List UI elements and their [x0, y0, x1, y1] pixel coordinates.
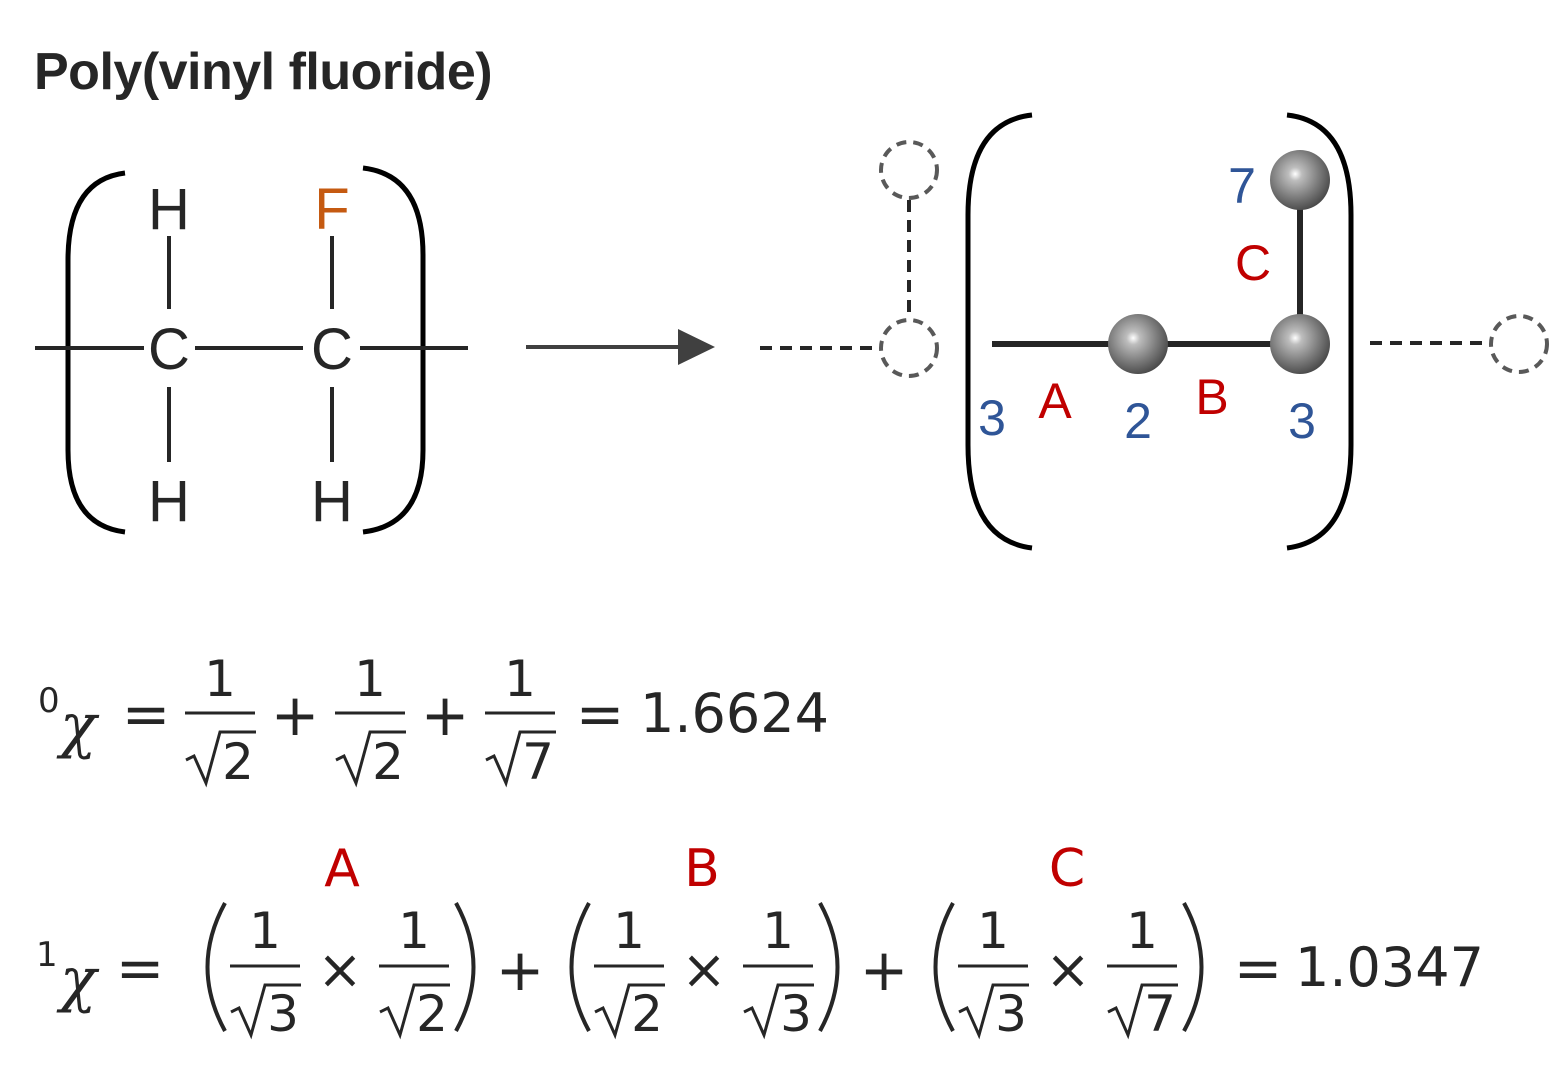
figure-title: Poly(vinyl fluoride) — [34, 43, 493, 101]
chi0-term1-num: 1 — [204, 650, 236, 708]
atom-f-top: F — [314, 177, 349, 242]
chi1-equals-2: = — [1234, 934, 1283, 1002]
structural-formula: H F C C H H — [35, 165, 468, 535]
atom-h-top-left: H — [148, 177, 190, 242]
chi1-equals: = — [116, 934, 165, 1002]
chi1-group-c-lparen — [933, 902, 955, 1032]
left-bracket — [65, 170, 126, 535]
chi1-group-b-lparen — [569, 902, 591, 1032]
chi1-group-c-f2-den: 7 — [1144, 985, 1176, 1043]
graph-left-bracket — [965, 112, 1033, 551]
chi1-plus-2: + — [860, 936, 909, 1004]
chi0-term2-radical — [335, 730, 406, 788]
chi1-group-a-rparen — [454, 902, 476, 1032]
chi0-term3-radical — [485, 730, 556, 788]
degree-label-middle: 2 — [1124, 393, 1152, 449]
chi1-group-c-f2-num: 1 — [1126, 902, 1158, 960]
conversion-arrow — [526, 329, 715, 365]
chi1-group-b-f2-num: 1 — [762, 902, 794, 960]
chi0-term1-radical — [185, 730, 256, 788]
chi0-equals: = — [122, 680, 171, 748]
chi1-group-b-f1-num: 1 — [613, 902, 645, 960]
chi0-prefix: 0 — [38, 681, 60, 721]
graph-right-bracket — [1286, 112, 1354, 551]
chi1-symbol: χ — [56, 945, 100, 1015]
chi0-symbol: χ — [56, 691, 100, 761]
chi1-result: 1.0347 — [1295, 936, 1484, 999]
chi1-group-c-f1-den: 3 — [995, 985, 1027, 1043]
atom-h-bottom-right: H — [311, 469, 353, 534]
degree-label-branch-top: 7 — [1228, 158, 1256, 214]
chi1-group-b-rparen — [818, 902, 840, 1032]
equation-chi1: 1 χ = A 1 3 × 1 2 + B 1 2 × 1 3 + C 1 — [36, 839, 1484, 1043]
degree-label-left-end: 3 — [978, 390, 1006, 446]
atom-c-left: C — [148, 317, 190, 382]
chi1-group-a-f2-num: 1 — [398, 902, 430, 960]
degree-label-branch-base: 3 — [1288, 393, 1316, 449]
chi1-group-b-f2-den: 3 — [780, 985, 812, 1043]
bond-label-b: B — [1195, 369, 1228, 425]
chi0-plus-1: + — [271, 681, 320, 749]
atom-c-right: C — [311, 317, 353, 382]
bond-label-a: A — [1038, 373, 1072, 429]
chi0-term1-den: 2 — [222, 733, 254, 791]
chi1-group-a-times: × — [317, 938, 362, 1001]
chi1-group-b-times: × — [681, 938, 726, 1001]
chi1-group-a-label: A — [324, 839, 360, 899]
chi1-group-a-f1-den: 3 — [267, 985, 299, 1043]
equation-chi0: 0 χ = 1 2 + 1 2 + 1 7 = 1.6624 — [38, 650, 829, 791]
chi1-group-c-times: × — [1045, 938, 1090, 1001]
chi1-group-c-f1-num: 1 — [977, 902, 1009, 960]
placeholder-node-right — [1489, 314, 1549, 374]
placeholder-node-left — [879, 318, 939, 378]
chi0-plus-2: + — [421, 681, 470, 749]
chi1-group-b-label: B — [684, 839, 720, 899]
chi1-group-a-f1-num: 1 — [249, 902, 281, 960]
chi0-equals-2: = — [576, 680, 625, 748]
chi1-group-a-f2-den: 2 — [416, 985, 448, 1043]
chi1-group-c-rparen — [1182, 902, 1204, 1032]
chi0-term3-num: 1 — [504, 650, 536, 708]
chi1-plus-1: + — [496, 936, 545, 1004]
chi0-term2-num: 1 — [354, 650, 386, 708]
chi1-prefix: 1 — [36, 935, 58, 975]
placeholder-node-top — [879, 140, 939, 200]
graph-node-middle — [1108, 314, 1168, 374]
chi0-term3-den: 7 — [522, 733, 554, 791]
graph-node-branch-top — [1270, 150, 1330, 210]
chi1-group-c-label: C — [1049, 839, 1085, 899]
chi1-group-b-f1-den: 2 — [631, 985, 663, 1043]
chi1-group-a-lparen — [205, 902, 227, 1032]
bond-label-c: C — [1235, 235, 1271, 291]
graph-node-branch-base — [1270, 314, 1330, 374]
molecular-graph: A B C 3 2 3 7 — [760, 112, 1549, 551]
chi0-term2-den: 2 — [372, 733, 404, 791]
right-bracket — [362, 165, 426, 535]
atom-h-bottom-left: H — [148, 469, 190, 534]
chi0-result: 1.6624 — [640, 682, 829, 745]
